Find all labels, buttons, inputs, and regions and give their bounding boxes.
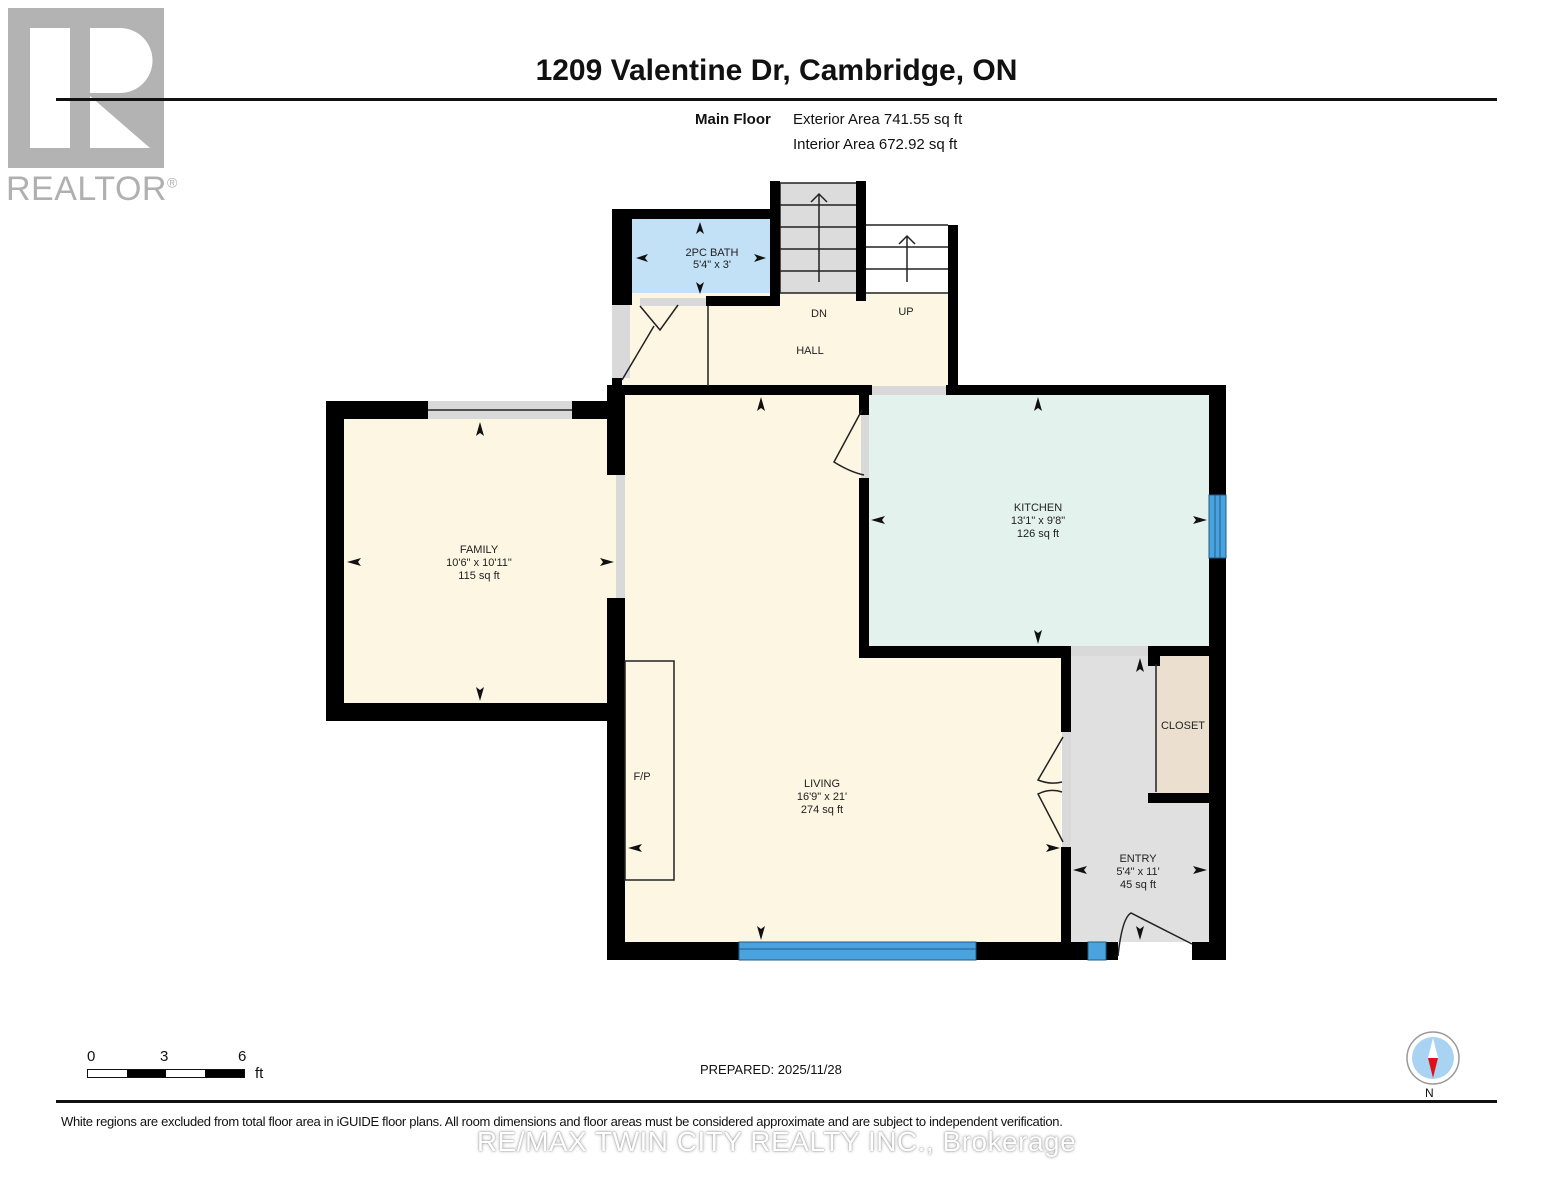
closet-name: CLOSET [1161,720,1205,732]
scale-bar-graphic [87,1069,245,1078]
scale-tick-6: 6 [238,1048,247,1065]
doors [428,304,1193,957]
bath-name: 2PC BATH [686,247,739,259]
openings [428,298,1148,847]
living-area: 274 sq ft [801,804,843,816]
floor-label: Main Floor [695,111,771,128]
scale-tick-3: 3 [160,1048,169,1065]
dimension-arrows [347,222,1207,940]
exterior-area: Exterior Area 741.55 sq ft [793,111,963,128]
interior-area: Interior Area 672.92 sq ft [793,136,958,153]
floor-plan: 2PC BATH 5'4" x 3' DN UP HALL FAMILY 10'… [326,181,1227,961]
living-dims: 16'9" x 21' [797,791,847,803]
room-family[interactable] [344,418,616,704]
compass-icon [1405,1030,1461,1091]
compass-label: N [1425,1086,1434,1100]
stairs-down-label: DN [811,308,827,320]
hall-name: HALL [796,345,824,357]
family-dims: 10'6" x 10'11" [446,557,512,569]
stairs-up-label: UP [898,306,913,318]
prepared-date: PREPARED: 2025/11/28 [700,1062,842,1077]
room-hall[interactable] [622,293,952,386]
kitchen-dims: 13'1" x 9'8" [1011,515,1065,527]
family-area: 115 sq ft [458,570,499,582]
scale-unit: ft [255,1065,264,1082]
kitchen-area: 126 sq ft [1017,528,1059,540]
room-closet[interactable] [1157,656,1209,794]
disclaimer-text: White regions are excluded from total fl… [61,1114,1063,1129]
fireplace-label: F/P [633,771,650,783]
scale-tick-0: 0 [87,1048,96,1065]
realtor-logo-text: REALTOR® [6,170,178,208]
living-name: LIVING [804,778,840,790]
walls [326,181,1226,960]
page-title: 1209 Valentine Dr, Cambridge, ON [535,54,1018,87]
footer-divider [56,1100,1497,1103]
family-name: FAMILY [460,544,499,556]
title-divider [56,98,1497,101]
scale-bar: 0 3 6 ft [80,1048,280,1088]
realtor-logo-icon [8,8,164,168]
bath-dims: 5'4" x 3' [693,259,731,271]
windows [738,494,1227,961]
entry-area: 45 sq ft [1120,879,1156,891]
room-kitchen[interactable] [868,394,1210,646]
entry-dims: 5'4" x 11' [1116,866,1159,878]
kitchen-name: KITCHEN [1014,502,1062,514]
entry-name: ENTRY [1119,853,1157,865]
brokerage-watermark: RE/MAX TWIN CITY REALTY INC., Brokerage [476,1126,1077,1157]
